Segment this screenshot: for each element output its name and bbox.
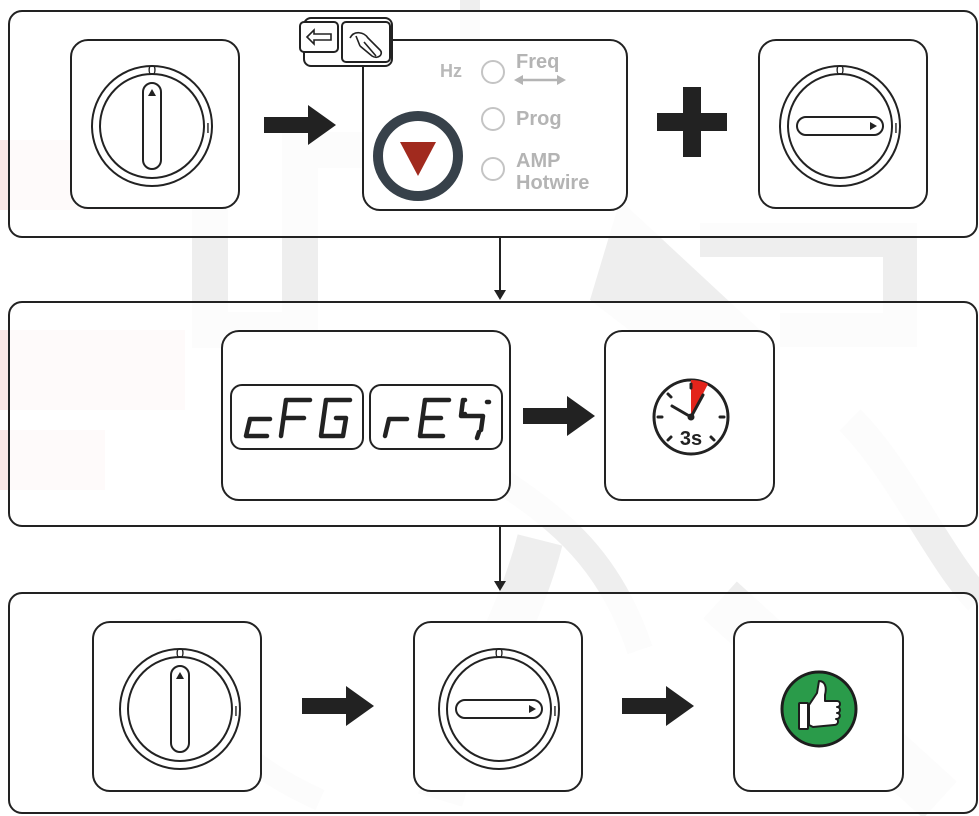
down-connector [494,527,506,591]
switch-off-label: 0 [836,62,844,79]
back-hand-icon [299,17,393,67]
main-switch-on-tile: 0 I [413,621,583,792]
timer-tile: 3s [604,330,775,501]
display-right-text [382,397,492,441]
stopwatch-icon: 3s [652,378,730,456]
timer-label: 3s [680,428,702,450]
freq-double-arrow-icon [514,75,566,85]
switch-on-label: I [553,703,557,720]
prog-label: Prog [516,108,562,130]
switch-off-label: 0 [176,645,184,662]
switch-off-label: 0 [495,645,503,662]
thumbs-up-icon [780,670,858,748]
main-switch-icon: 0 I [779,62,901,187]
main-switch-icon: 0 I [438,645,560,770]
main-switch-on-tile: 0 I [758,39,928,209]
main-switch-off-tile: 0 I [92,621,262,792]
hz-label: Hz [440,61,462,81]
right-arrow [622,686,694,726]
display-left-text [243,397,353,439]
switch-on-label: I [206,120,210,137]
amp-hotwire-led [481,157,505,181]
prog-led [481,107,505,131]
down-arrow-button-icon[interactable] [372,110,464,202]
plus-icon [657,87,727,157]
amp-label: AMP [516,150,561,172]
main-switch-icon: 0 I [119,645,241,770]
main-switch-off-tile: 0 I [70,39,240,209]
freq-label: Freq [516,51,560,73]
switch-on-label: I [894,120,898,137]
hotwire-label: Hotwire [516,172,590,194]
right-arrow [523,396,595,436]
switch-on-label: I [234,703,238,720]
success-tile [733,621,904,792]
switch-off-label: 0 [148,62,156,79]
right-arrow [302,686,374,726]
freq-led [481,60,505,84]
right-arrow [264,105,336,145]
main-switch-icon: 0 I [91,62,213,187]
down-connector [494,238,506,300]
